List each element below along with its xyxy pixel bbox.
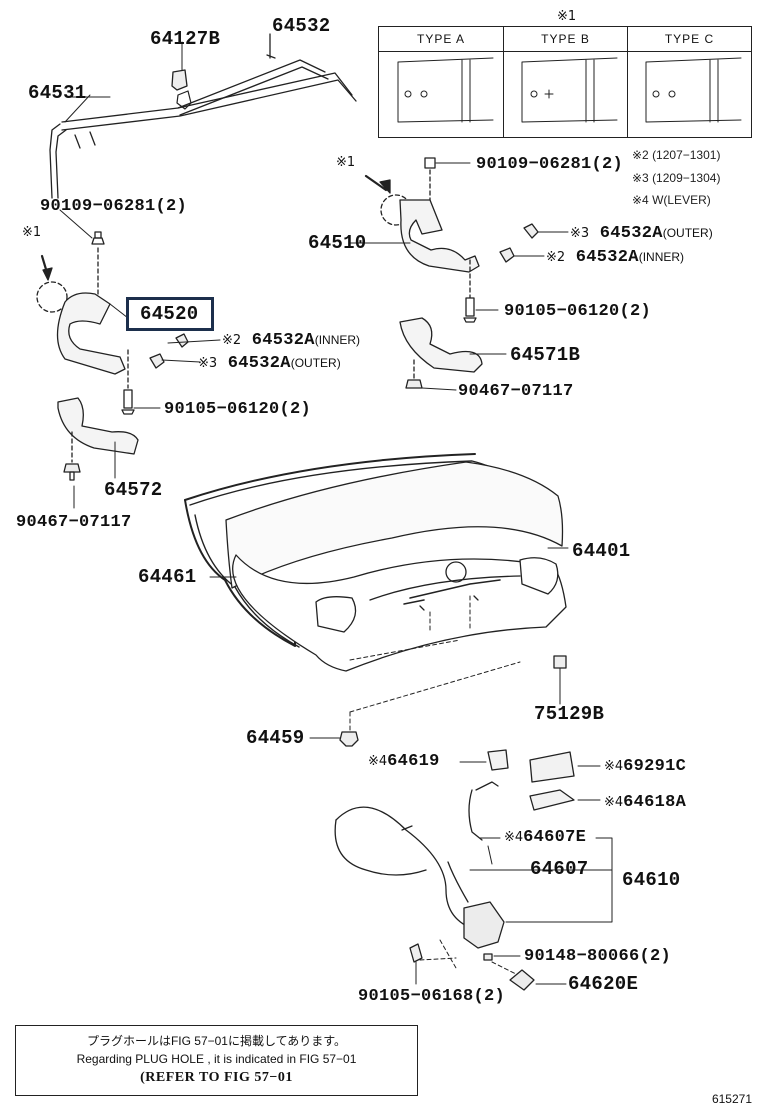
type-c-column: TYPE C	[627, 27, 751, 137]
part-75129B[interactable]: 75129B	[534, 703, 605, 725]
part-64401[interactable]: 64401	[572, 540, 631, 562]
part-number: 69291C	[623, 757, 687, 776]
right-hinge	[349, 157, 569, 391]
type-a-header: TYPE A	[379, 27, 503, 52]
reference-en: Regarding PLUG HOLE , it is indicated in…	[76, 1052, 357, 1066]
part-number: 64532A	[575, 248, 639, 267]
part-number: 64618A	[623, 793, 687, 812]
part-90148-80066[interactable]: 90148−80066(2)	[524, 947, 672, 966]
part-64531[interactable]: 64531	[28, 82, 87, 104]
trunk-lid	[184, 453, 569, 747]
type-b-column: TYPE B	[503, 27, 627, 137]
mark-2: ※2	[222, 333, 242, 348]
reference-jp: プラグホールはFIG 57−01に掲載してあります。	[86, 1034, 347, 1048]
highlight-64520	[126, 297, 214, 331]
part-90467-07117-right[interactable]: 90467−07117	[458, 382, 574, 401]
note-4: ※4 W(LEVER)	[632, 193, 711, 207]
mark-4: ※4	[368, 754, 388, 769]
part-64619[interactable]: ※464619	[368, 753, 440, 771]
mark-2: ※2	[546, 250, 566, 265]
mark-3: ※3	[198, 356, 218, 371]
leaders-left	[64, 41, 183, 123]
part-64618A[interactable]: ※464618A	[604, 794, 686, 812]
part-64572[interactable]: 64572	[104, 479, 163, 501]
mark-4: ※4	[604, 795, 624, 810]
part-64610[interactable]: 64610	[622, 869, 681, 891]
latch-cable	[334, 749, 613, 991]
torsion-bars	[49, 33, 357, 199]
part-90105-06168[interactable]: 90105−06168(2)	[358, 987, 506, 1006]
part-suffix: (INNER)	[638, 250, 685, 264]
part-suffix: (OUTER)	[662, 226, 713, 240]
figure-number: 615271	[711, 1092, 752, 1106]
part-number: 64607E	[523, 828, 587, 847]
part-suffix: (INNER)	[314, 333, 361, 347]
part-number: 64619	[387, 752, 440, 771]
legend-type-images	[397, 57, 742, 123]
mark-4: ※4	[604, 759, 624, 774]
part-64510[interactable]: 64510	[308, 232, 367, 254]
part-64607[interactable]: 64607	[530, 858, 589, 880]
part-64520[interactable]: 64520	[140, 303, 199, 325]
part-90105-06120-right[interactable]: 90105−06120(2)	[504, 302, 652, 321]
part-64571B[interactable]: 64571B	[510, 344, 581, 366]
callout-1-left: ※1	[22, 225, 42, 240]
part-90105-06120-left[interactable]: 90105−06120(2)	[164, 400, 312, 419]
part-64532A-outer-right[interactable]: ※3 64532A(OUTER)	[570, 224, 713, 243]
left-hinge	[36, 209, 221, 509]
part-64532A-inner-left[interactable]: ※2 64532A(INNER)	[222, 331, 360, 350]
part-suffix: (OUTER)	[290, 356, 341, 370]
part-64532A-outer-left[interactable]: ※3 64532A(OUTER)	[198, 354, 341, 373]
part-64532A-inner-right[interactable]: ※2 64532A(INNER)	[546, 248, 684, 267]
part-64607E[interactable]: ※464607E	[504, 829, 586, 847]
type-b-header: TYPE B	[504, 27, 627, 52]
mark-4: ※4	[504, 830, 524, 845]
reference-box: プラグホールはFIG 57−01に掲載してあります。 Regarding PLU…	[15, 1025, 418, 1096]
part-64461[interactable]: 64461	[138, 566, 197, 588]
type-c-header: TYPE C	[628, 27, 751, 52]
type-legend-table: TYPE A TYPE B TYPE C	[378, 26, 752, 138]
part-69291C[interactable]: ※469291C	[604, 758, 686, 776]
note-3: ※3 (1209−1304)	[632, 171, 721, 185]
mark-3: ※3	[570, 226, 590, 241]
part-number: 64532A	[599, 224, 663, 243]
reference-refer-link[interactable]: (REFER TO FIG 57−01	[140, 1070, 293, 1085]
note-2: ※2 (1207−1301)	[632, 148, 721, 162]
part-64532[interactable]: 64532	[272, 15, 331, 37]
part-90467-07117-left[interactable]: 90467−07117	[16, 513, 132, 532]
part-90109-06281-right[interactable]: 90109−06281(2)	[476, 155, 624, 174]
part-90109-06281-left[interactable]: 90109−06281(2)	[40, 197, 188, 216]
part-number: 64532A	[227, 354, 291, 373]
part-64127B[interactable]: 64127B	[150, 28, 221, 50]
callout-1-right: ※1	[336, 155, 356, 170]
part-64620E[interactable]: 64620E	[568, 973, 639, 995]
legend-note-mark: ※1	[557, 9, 577, 24]
part-64459[interactable]: 64459	[246, 727, 305, 749]
part-number: 64532A	[251, 331, 315, 350]
type-a-column: TYPE A	[379, 27, 503, 137]
